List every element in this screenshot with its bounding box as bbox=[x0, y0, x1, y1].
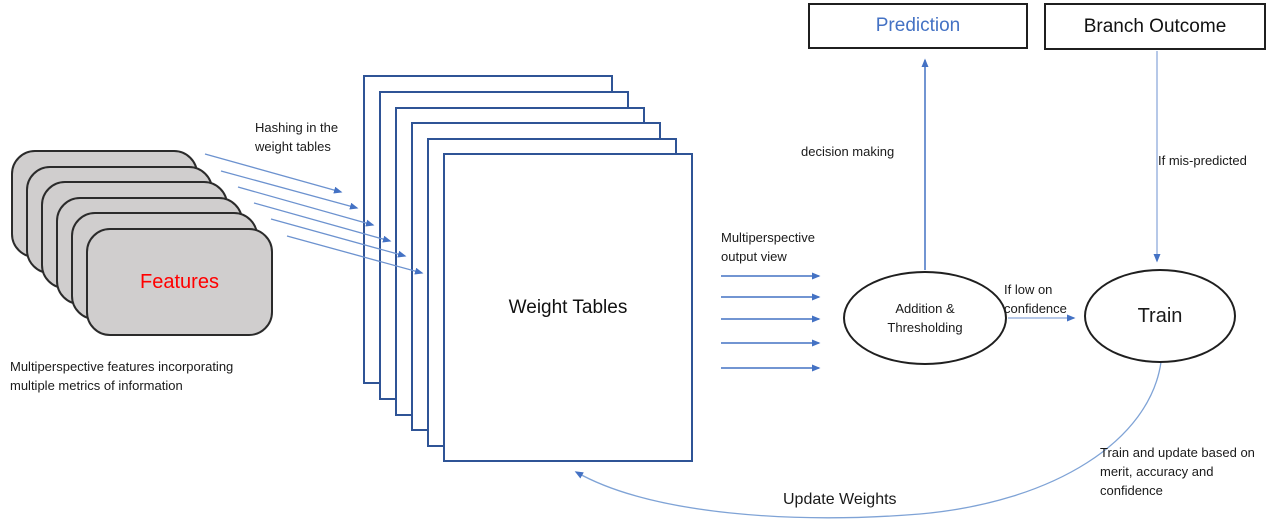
prediction-label: Prediction bbox=[875, 15, 961, 36]
features-label: Features bbox=[140, 270, 219, 293]
addition-thresholding-node: Addition & Thresholding bbox=[843, 271, 1007, 365]
output-view-label: Multiperspective output view bbox=[721, 230, 815, 264]
features-node bbox=[86, 228, 273, 336]
branch-outcome-label: Branch Outcome bbox=[1083, 15, 1227, 37]
train-label: Train bbox=[1137, 304, 1183, 327]
output-view-arrows bbox=[721, 272, 821, 372]
addition-thresholding-label: Addition & Thresholding bbox=[887, 301, 963, 335]
low-confidence-label: If low on confidence bbox=[1004, 282, 1067, 316]
mispredicted-label: If mis-predicted bbox=[1158, 153, 1247, 168]
weight-tables-label: Weight Tables bbox=[508, 296, 628, 318]
update-weights-label: Update Weights bbox=[783, 491, 897, 508]
prediction-box: Prediction bbox=[808, 3, 1028, 49]
hashing-label: Hashing in the weight tables bbox=[255, 120, 339, 154]
train-update-label: Train and update based on merit, accurac… bbox=[1100, 445, 1255, 498]
branch-outcome-box: Branch Outcome bbox=[1044, 3, 1266, 50]
train-node: Train bbox=[1084, 269, 1236, 363]
decision-making-label: decision making bbox=[801, 144, 895, 159]
features-caption: Multiperspective features incorporating … bbox=[10, 359, 234, 393]
